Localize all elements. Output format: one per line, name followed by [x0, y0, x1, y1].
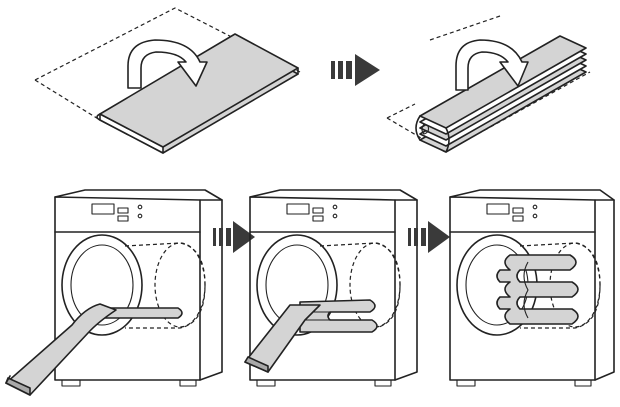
step-fold-half: [34, 7, 301, 154]
next-step-arrow-icon: [213, 221, 255, 253]
rotate-arrow-icon: [455, 39, 529, 91]
next-step-arrow-icon: [331, 54, 380, 86]
step-fold-quarter: [386, 15, 591, 153]
washer-icon: [54, 189, 223, 387]
step-insert-complete: [449, 189, 615, 387]
step-insert-middle: [244, 189, 418, 387]
rotate-arrow-icon: [127, 39, 208, 89]
step-insert-start: [5, 189, 223, 396]
next-step-arrow-icon: [408, 221, 450, 253]
